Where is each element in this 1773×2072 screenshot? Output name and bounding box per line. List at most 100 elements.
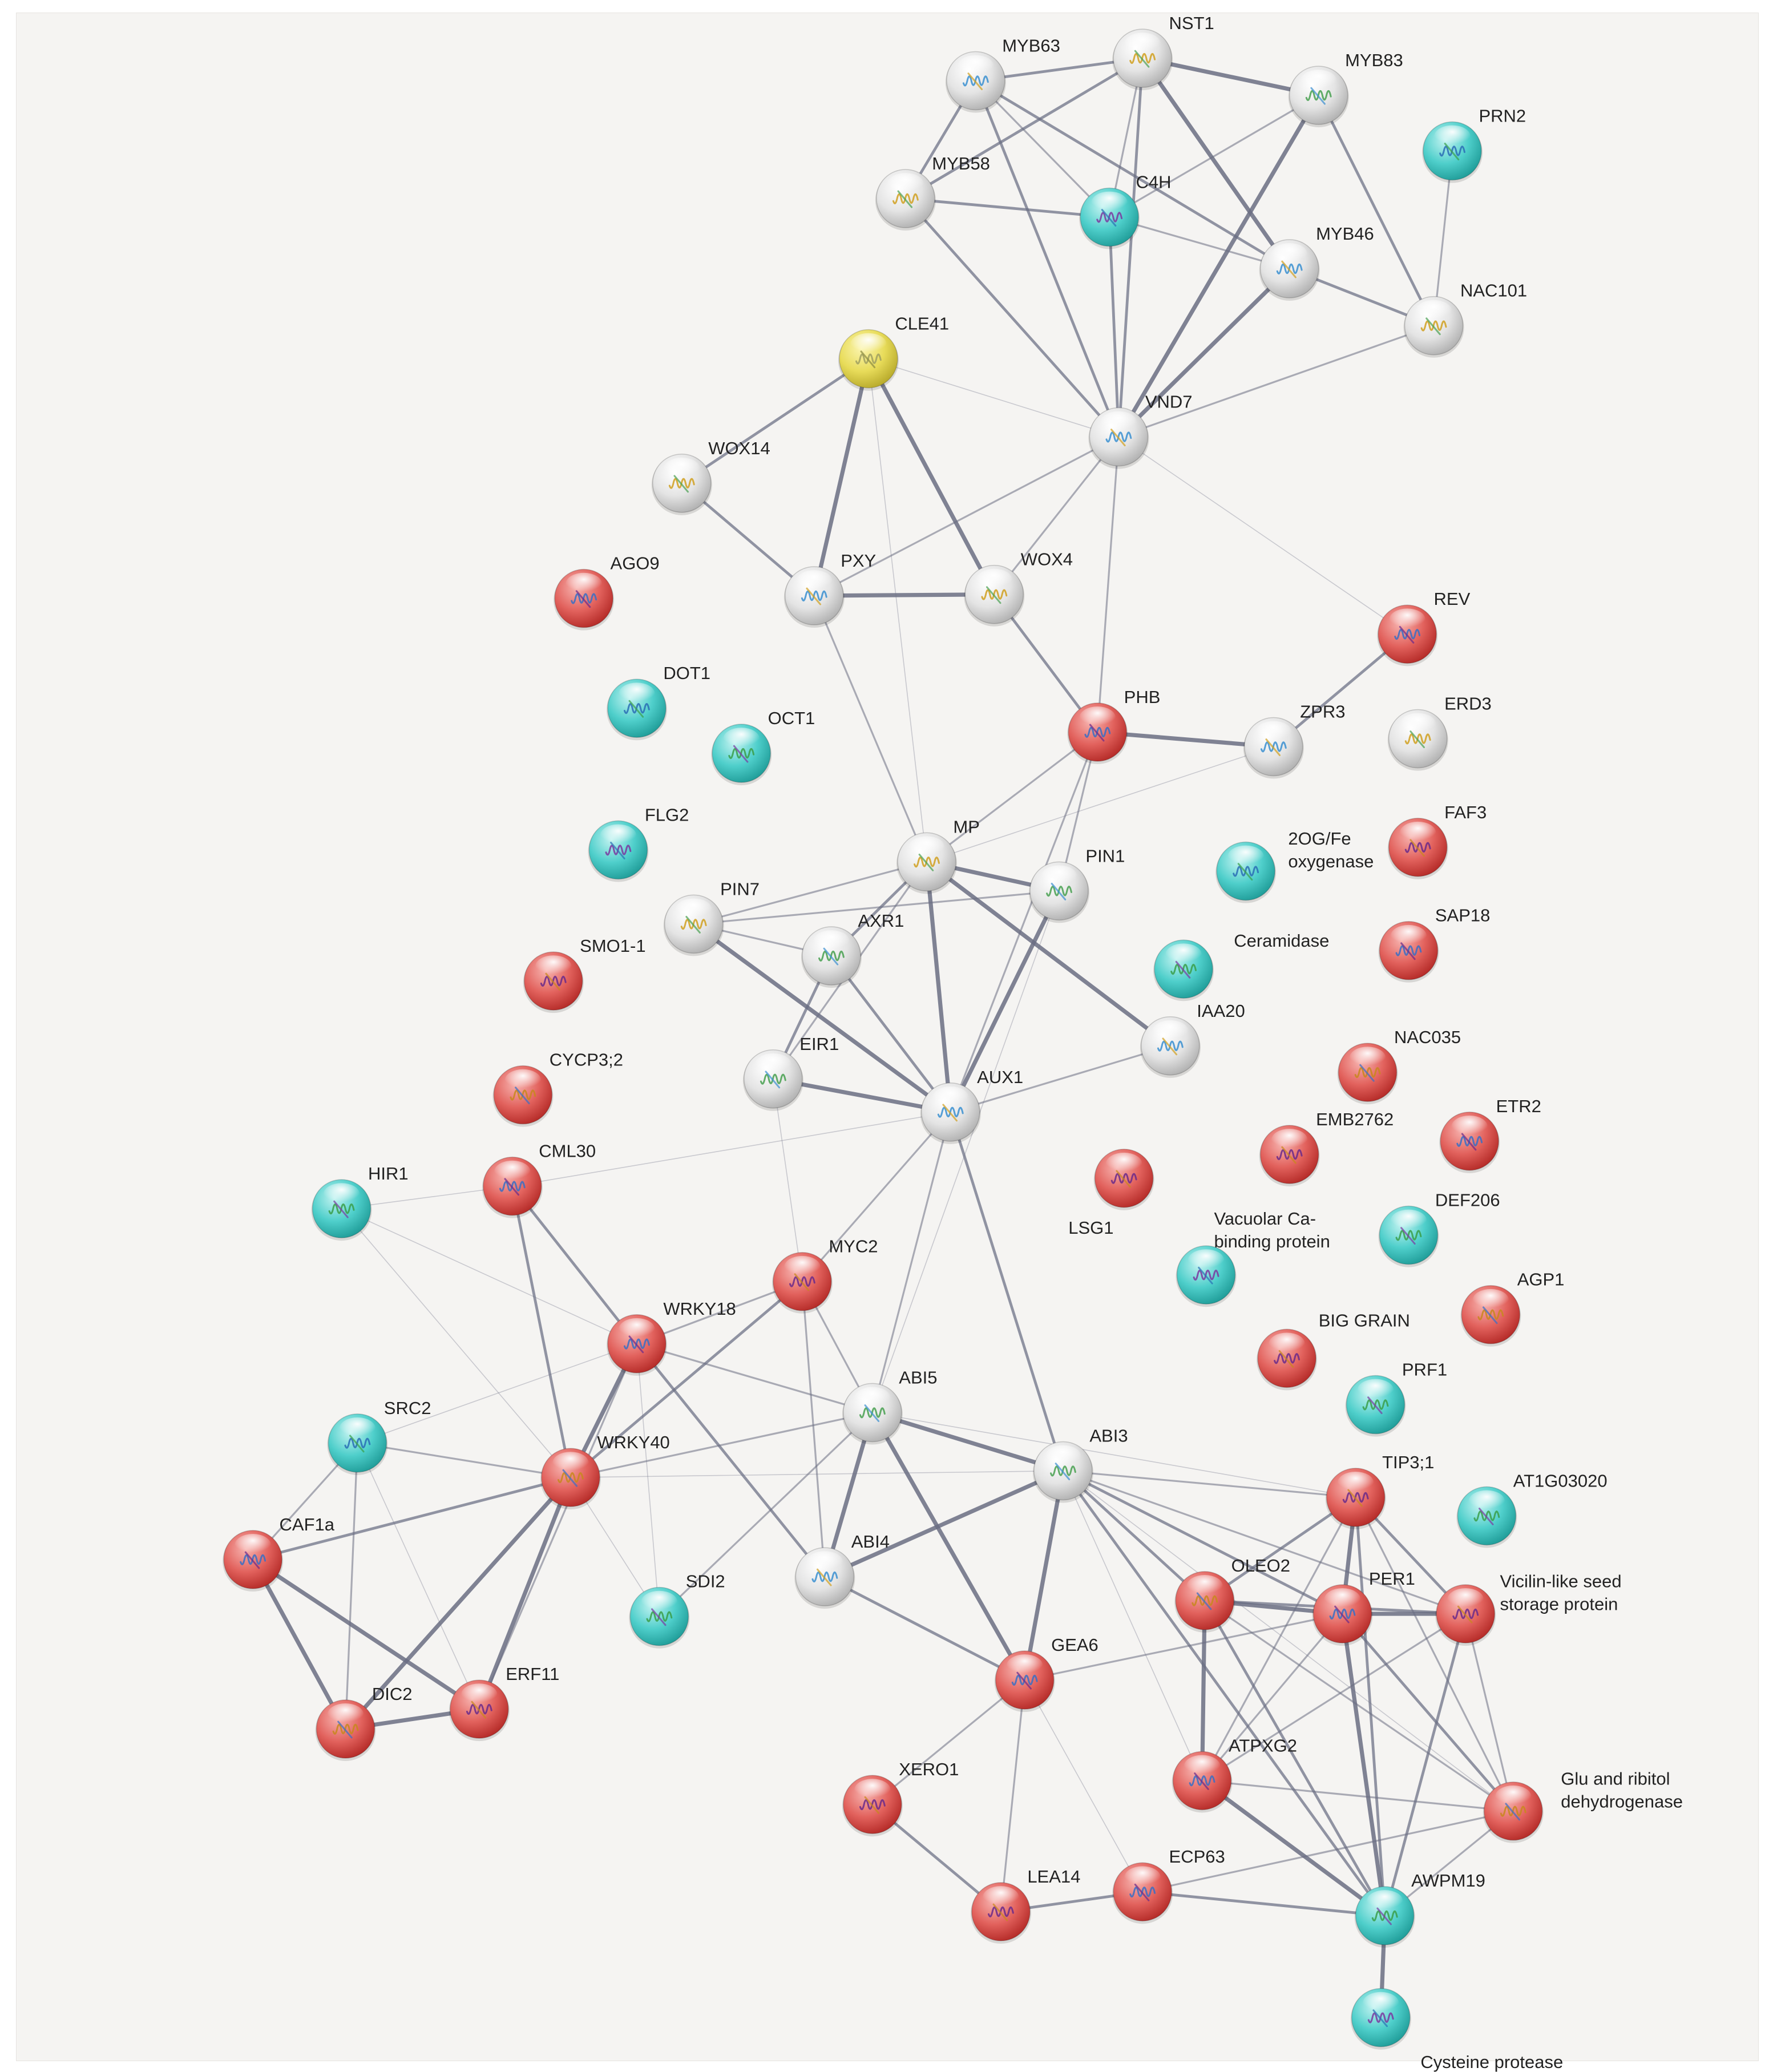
node-ceramidase[interactable]: Ceramidase [1153,931,1329,1001]
node-myb58[interactable]: MYB58 [875,154,990,231]
node-cle41[interactable]: CLE41 [838,314,949,391]
edge-C4H-MYB46 [1108,216,1291,270]
node-awpm19[interactable]: AWPM19 [1354,1871,1485,1948]
node-hir1[interactable]: HIR1 [311,1164,409,1241]
node-faf3[interactable]: FAF3 [1387,802,1487,879]
edge-GEA6-LEA14 [1000,1679,1026,1913]
node-pin1[interactable]: PIN1 [1028,846,1125,923]
node-abi4[interactable]: ABI4 [794,1532,890,1609]
node-zpr3[interactable]: ZPR3 [1243,701,1346,779]
node-label: Ceramidase [1234,931,1329,951]
edge-REV-ZPR3 [1272,632,1409,748]
edge-MYC2-WRKY18 [636,1281,803,1345]
node-label: MYB83 [1345,50,1403,70]
node-abi3[interactable]: ABI3 [1032,1425,1128,1503]
node-pin7[interactable]: PIN7 [663,879,760,956]
node-cycp3-2[interactable]: CYCP3;2 [492,1050,623,1127]
node-atpxg2[interactable]: ATPXG2 [1172,1735,1297,1813]
node-dot1[interactable]: DOT1 [606,663,710,741]
node-emb2762[interactable]: EMB2762 [1259,1109,1394,1187]
node-label: LSG1 [1068,1218,1113,1238]
node-lsg1[interactable]: LSG1 [1068,1149,1154,1238]
node-vacca[interactable]: Vacuolar Ca-binding protein [1176,1209,1330,1307]
node-gea6[interactable]: GEA6 [994,1635,1098,1712]
node-def206[interactable]: DEF206 [1378,1190,1500,1267]
edge-CML30-WRKY40 [511,1185,572,1479]
node-prn2[interactable]: PRN2 [1422,106,1526,183]
node-erd3[interactable]: ERD3 [1387,694,1492,771]
edge-CLE41-MP [868,358,927,863]
node-xero1[interactable]: XERO1 [842,1759,959,1837]
node-label: PXY [841,551,876,571]
node-eir1[interactable]: EIR1 [742,1034,839,1111]
node-rev[interactable]: REV [1377,589,1471,667]
node-wrky40[interactable]: WRKY40 [540,1432,670,1510]
protein-structure-icon [557,1472,584,1484]
edge-MYB63-C4H [975,79,1110,219]
node-aux1[interactable]: AUX1 [920,1067,1023,1144]
edge-NST1-MYB83 [1140,56,1321,98]
node-etr2[interactable]: ETR2 [1439,1096,1541,1173]
node-wox14[interactable]: WOX14 [651,438,770,515]
node-label: CML30 [539,1141,596,1161]
node-oleo2[interactable]: OLEO2 [1174,1556,1290,1633]
edge-TIP3;1-GluRib [1355,1496,1514,1812]
protein-structure-icon [510,1089,536,1101]
edge-Vicilin-GluRib [1464,1613,1514,1812]
node-sdi2[interactable]: SDI2 [629,1572,725,1649]
edge-ZPR3-MP [926,746,1274,863]
node-flg2[interactable]: FLG2 [588,805,689,882]
node-iaa20[interactable]: IAA20 [1140,1001,1245,1078]
node-label: BIG GRAIN [1319,1311,1410,1331]
node-at1g03020[interactable]: AT1G03020 [1456,1471,1608,1548]
node-nac101[interactable]: NAC101 [1403,281,1528,358]
node-ecp63[interactable]: ECP63 [1112,1847,1225,1924]
node-dic2[interactable]: DIC2 [315,1684,413,1761]
node-label: AXR1 [858,911,904,931]
node-pxy[interactable]: PXY [783,551,876,628]
node-agp1[interactable]: AGP1 [1460,1270,1564,1347]
edge-ECP63-AWPM19 [1141,1890,1387,1917]
node-label: MP [953,817,980,837]
node-label: Cysteine protease [1420,2052,1563,2072]
edge-C4H-VND7 [1108,216,1120,438]
node-vnd7[interactable]: VND7 [1088,392,1193,469]
node-src2[interactable]: SRC2 [327,1398,431,1475]
node-nst1[interactable]: NST1 [1112,13,1214,91]
edge-WRKY40-ABI3 [570,1470,1064,1478]
node-label: FAF3 [1444,802,1487,822]
node-myb83[interactable]: MYB83 [1288,50,1403,128]
edge-CLE41-PXY [812,357,871,598]
node-mp[interactable]: MP [896,817,980,894]
node-smo1-1[interactable]: SMO1-1 [523,936,646,1013]
node-myc2[interactable]: MYC2 [772,1237,878,1314]
node-nac035[interactable]: NAC035 [1337,1027,1461,1105]
node-erf11[interactable]: ERF11 [449,1664,560,1742]
node-myb63[interactable]: MYB63 [945,35,1060,113]
node-cml30[interactable]: CML30 [482,1141,596,1218]
node-oct1[interactable]: OCT1 [711,708,815,786]
node-prf1[interactable]: PRF1 [1345,1359,1447,1437]
node-caf1a[interactable]: CAF1a [223,1514,335,1592]
node-sap18[interactable]: SAP18 [1378,906,1490,983]
node-ago9[interactable]: AGO9 [554,554,660,631]
node-c4h[interactable]: C4H [1079,172,1172,249]
edge-WRKY18-SDI2 [636,1343,660,1617]
node-tip3-1[interactable]: TIP3;1 [1325,1452,1435,1529]
node-biggrain[interactable]: BIG GRAIN [1257,1311,1410,1391]
protein-structure-icon [1329,1609,1356,1619]
node-lea14[interactable]: LEA14 [970,1867,1081,1944]
node-abi5[interactable]: ABI5 [842,1367,938,1445]
node-phb[interactable]: PHB [1067,687,1160,764]
node-wrky18[interactable]: WRKY18 [606,1299,736,1376]
node-cysprot[interactable]: Cysteine protease [1350,1988,1564,2072]
node-per1[interactable]: PER1 [1312,1569,1415,1646]
node-wox4[interactable]: WOX4 [964,550,1073,627]
node-label: DOT1 [663,663,710,683]
node-myb46[interactable]: MYB46 [1259,224,1374,301]
node-axr1[interactable]: AXR1 [801,911,904,988]
